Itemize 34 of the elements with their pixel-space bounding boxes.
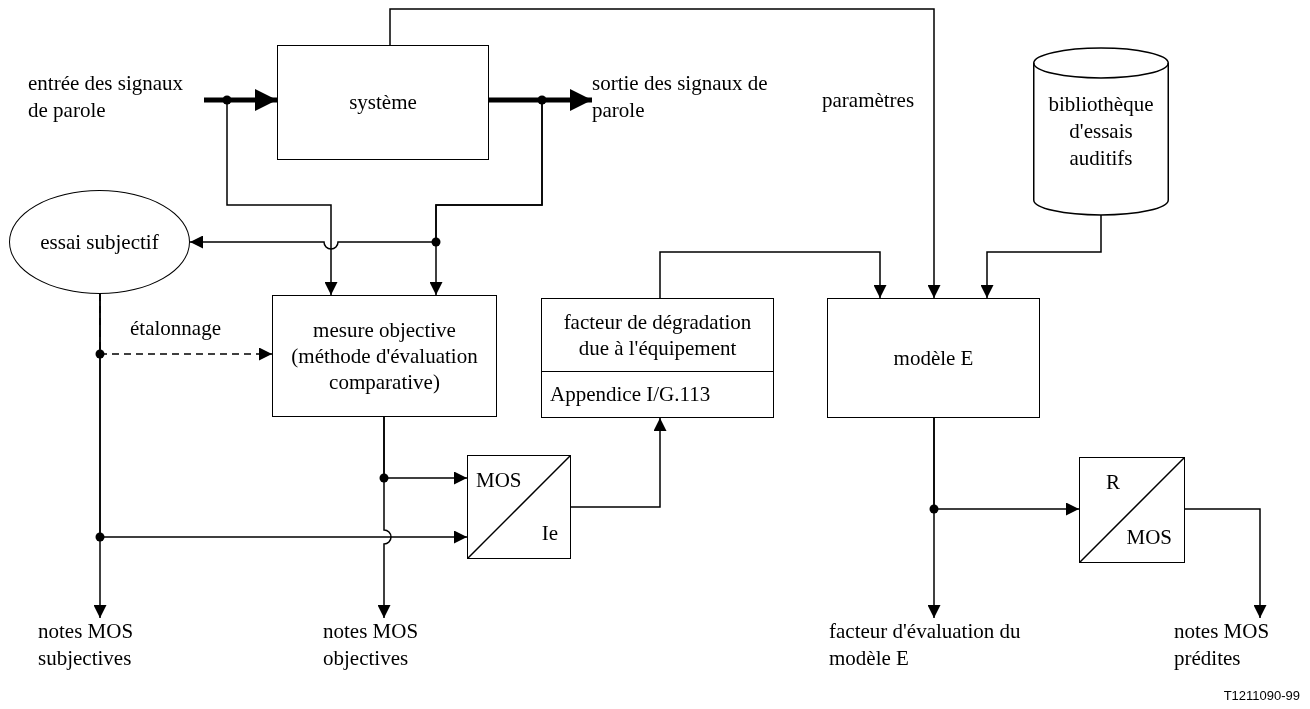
signal-label: notes MOS prédites (1174, 618, 1304, 674)
box-label: système (348, 89, 418, 116)
box-label: R (1106, 470, 1120, 495)
process-box (827, 298, 1040, 418)
arrow (489, 89, 592, 111)
process-box (272, 295, 497, 417)
box-label: mesure objective (méthode d'évaluation comparative) (290, 316, 479, 396)
box-label: facteur de dégradation due à l'équipement (562, 308, 753, 362)
process-box (277, 45, 489, 160)
signal-label: facteur d'évaluation du modèle E (829, 618, 1044, 674)
cylinder-label: bibliothèque d'essais auditifs (1047, 90, 1155, 173)
signal-label: notes MOS subjectives (38, 618, 178, 674)
signal-label: sortie des signaux de parole (592, 70, 792, 130)
signal-label: entrée des signaux de parole (28, 70, 204, 130)
arrow (99, 293, 468, 544)
box-label: MOS (476, 468, 522, 493)
converter-box (467, 455, 571, 559)
figure-number: T1211090-99 (1223, 688, 1300, 703)
arrow (383, 416, 468, 485)
signal-label: notes MOS objectives (323, 618, 453, 674)
box-label: Appendice I/G.113 (550, 381, 711, 408)
arrow (1184, 508, 1267, 619)
ellipse-label: essai subjectif (39, 228, 160, 256)
box-label: Ie (541, 521, 558, 546)
arrow (389, 8, 941, 299)
process-box (541, 298, 774, 418)
arrow (659, 251, 887, 299)
converter-box (1079, 457, 1185, 563)
arrow (570, 417, 667, 508)
arrow (933, 417, 1080, 516)
box-label: modèle E (892, 344, 975, 372)
box-label: MOS (1126, 525, 1172, 550)
arrow (980, 214, 1102, 299)
arrow (204, 89, 277, 111)
